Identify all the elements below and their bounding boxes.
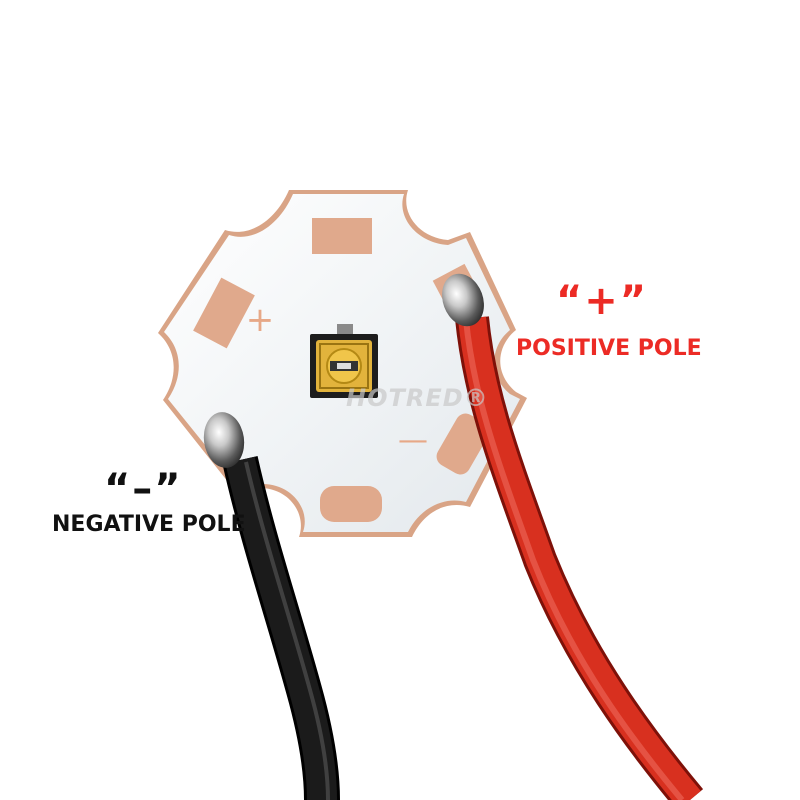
led-chip: [310, 324, 378, 398]
red-wire-highlight: [463, 319, 685, 800]
solder-joint-positive: [442, 273, 484, 327]
pcb-pad-right-lower: [436, 413, 490, 475]
black-wire-highlight: [244, 461, 330, 800]
negative-pole-label: NEGATIVE POLE: [52, 512, 246, 537]
black-wire-body: [225, 456, 337, 800]
watermark: HOTRED®: [346, 384, 489, 412]
solder-joint-negative: [203, 412, 245, 468]
red-wire-body: [458, 316, 701, 800]
pcb-pad-bottom: [320, 486, 382, 522]
positive-symbol: “+”: [556, 278, 649, 324]
pcb-pad-top: [312, 218, 372, 254]
positive-pole-label: POSITIVE POLE: [516, 336, 702, 361]
pcb-plus-mark: +: [246, 300, 275, 340]
pcb-pad-left: [193, 277, 255, 349]
pcb-minus-mark: —: [398, 423, 428, 458]
negative-symbol: “–”: [104, 466, 183, 512]
